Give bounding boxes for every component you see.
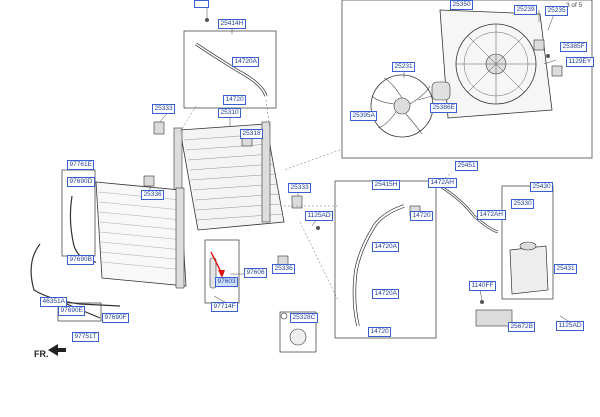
callout-25385F[interactable]: 25385F	[560, 42, 588, 52]
callout-97690F[interactable]: 97690F	[102, 313, 130, 323]
fan-assembly-frame	[341, 0, 593, 159]
condenser	[95, 181, 187, 289]
callout-25350[interactable]: 25350	[450, 0, 474, 10]
coolant-reservoir	[509, 241, 549, 295]
callout-25414H[interactable]: 25414H	[218, 19, 246, 29]
callout-14720-mid[interactable]: 14720	[410, 211, 434, 221]
callout-97690D[interactable]: 97690D	[67, 177, 95, 187]
fan-shroud	[439, 9, 553, 119]
callout-46351A[interactable]: 46351A	[40, 297, 68, 307]
callout-25415H[interactable]: 25415H	[372, 180, 400, 190]
callout-1472AH-b[interactable]: 1472AH	[477, 210, 506, 220]
callout-25333-b[interactable]: 25333	[288, 183, 312, 193]
lower-hose-frame	[334, 180, 437, 339]
callout-14720-top[interactable]: 14720	[223, 95, 247, 105]
callout-1140FF[interactable]: 1140FF	[469, 281, 496, 291]
callout-25451[interactable]: 25451	[455, 161, 479, 171]
callout-97606[interactable]: 97606	[244, 268, 268, 278]
highlight-arrow	[210, 251, 225, 278]
callout-top-bolt[interactable]	[194, 0, 209, 8]
callout-97761E[interactable]: 97761E	[67, 160, 95, 170]
callout-97690B[interactable]: 97690B	[67, 255, 95, 265]
fan-motor	[431, 81, 451, 101]
fan-blade	[370, 74, 434, 138]
callout-14720A-mid[interactable]: 14720A	[372, 242, 400, 252]
callout-25395A[interactable]: 25395A	[350, 111, 378, 121]
cap-label-box	[279, 311, 317, 353]
callout-25330[interactable]: 25330	[511, 199, 535, 209]
reservoir-frame	[501, 185, 554, 300]
callout-25333-a[interactable]: 25333	[152, 104, 176, 114]
callout-1125AD-a[interactable]: 1125AD	[305, 211, 334, 221]
front-direction-label: FR.	[34, 349, 49, 359]
callout-25231[interactable]: 25231	[392, 62, 416, 72]
callout-1125AD-b[interactable]: 1125AD	[556, 321, 585, 331]
callout-97603-highlighted[interactable]: 97603	[215, 277, 239, 287]
callout-97690E[interactable]: 97690E	[58, 306, 86, 316]
callout-1129EY[interactable]: 1129EY	[566, 57, 594, 67]
front-arrow-icon	[48, 344, 66, 356]
callout-97714F[interactable]: 97714F	[211, 302, 239, 312]
callout-25310[interactable]: 25310	[218, 108, 242, 118]
callout-25430[interactable]: 25430	[530, 182, 554, 192]
page-indicator: 3 of 5	[566, 2, 583, 9]
callout-25336-a[interactable]: 25336	[141, 190, 165, 200]
callout-1472AH-a[interactable]: 1472AH	[428, 178, 457, 188]
receiver-drier	[209, 257, 217, 289]
callout-25386E[interactable]: 25386E	[430, 103, 458, 113]
callout-14720A-top[interactable]: 14720A	[232, 57, 260, 67]
callout-25239[interactable]: 25239	[514, 5, 538, 15]
callout-25318[interactable]: 25318	[240, 129, 264, 139]
callout-14720-low[interactable]: 14720	[368, 327, 392, 337]
callout-25328C[interactable]: 25328C	[290, 313, 318, 323]
callout-25235[interactable]: 25235	[545, 6, 569, 16]
callout-14720A-low[interactable]: 14720A	[372, 289, 400, 299]
callout-25431[interactable]: 25431	[554, 264, 578, 274]
radiator-cap-icon	[289, 328, 307, 346]
callout-25336-b[interactable]: 25336	[272, 264, 296, 274]
callout-25672B[interactable]: 25672B	[508, 322, 536, 332]
callout-97751T[interactable]: 97751T	[72, 332, 100, 342]
radiator	[173, 121, 285, 231]
